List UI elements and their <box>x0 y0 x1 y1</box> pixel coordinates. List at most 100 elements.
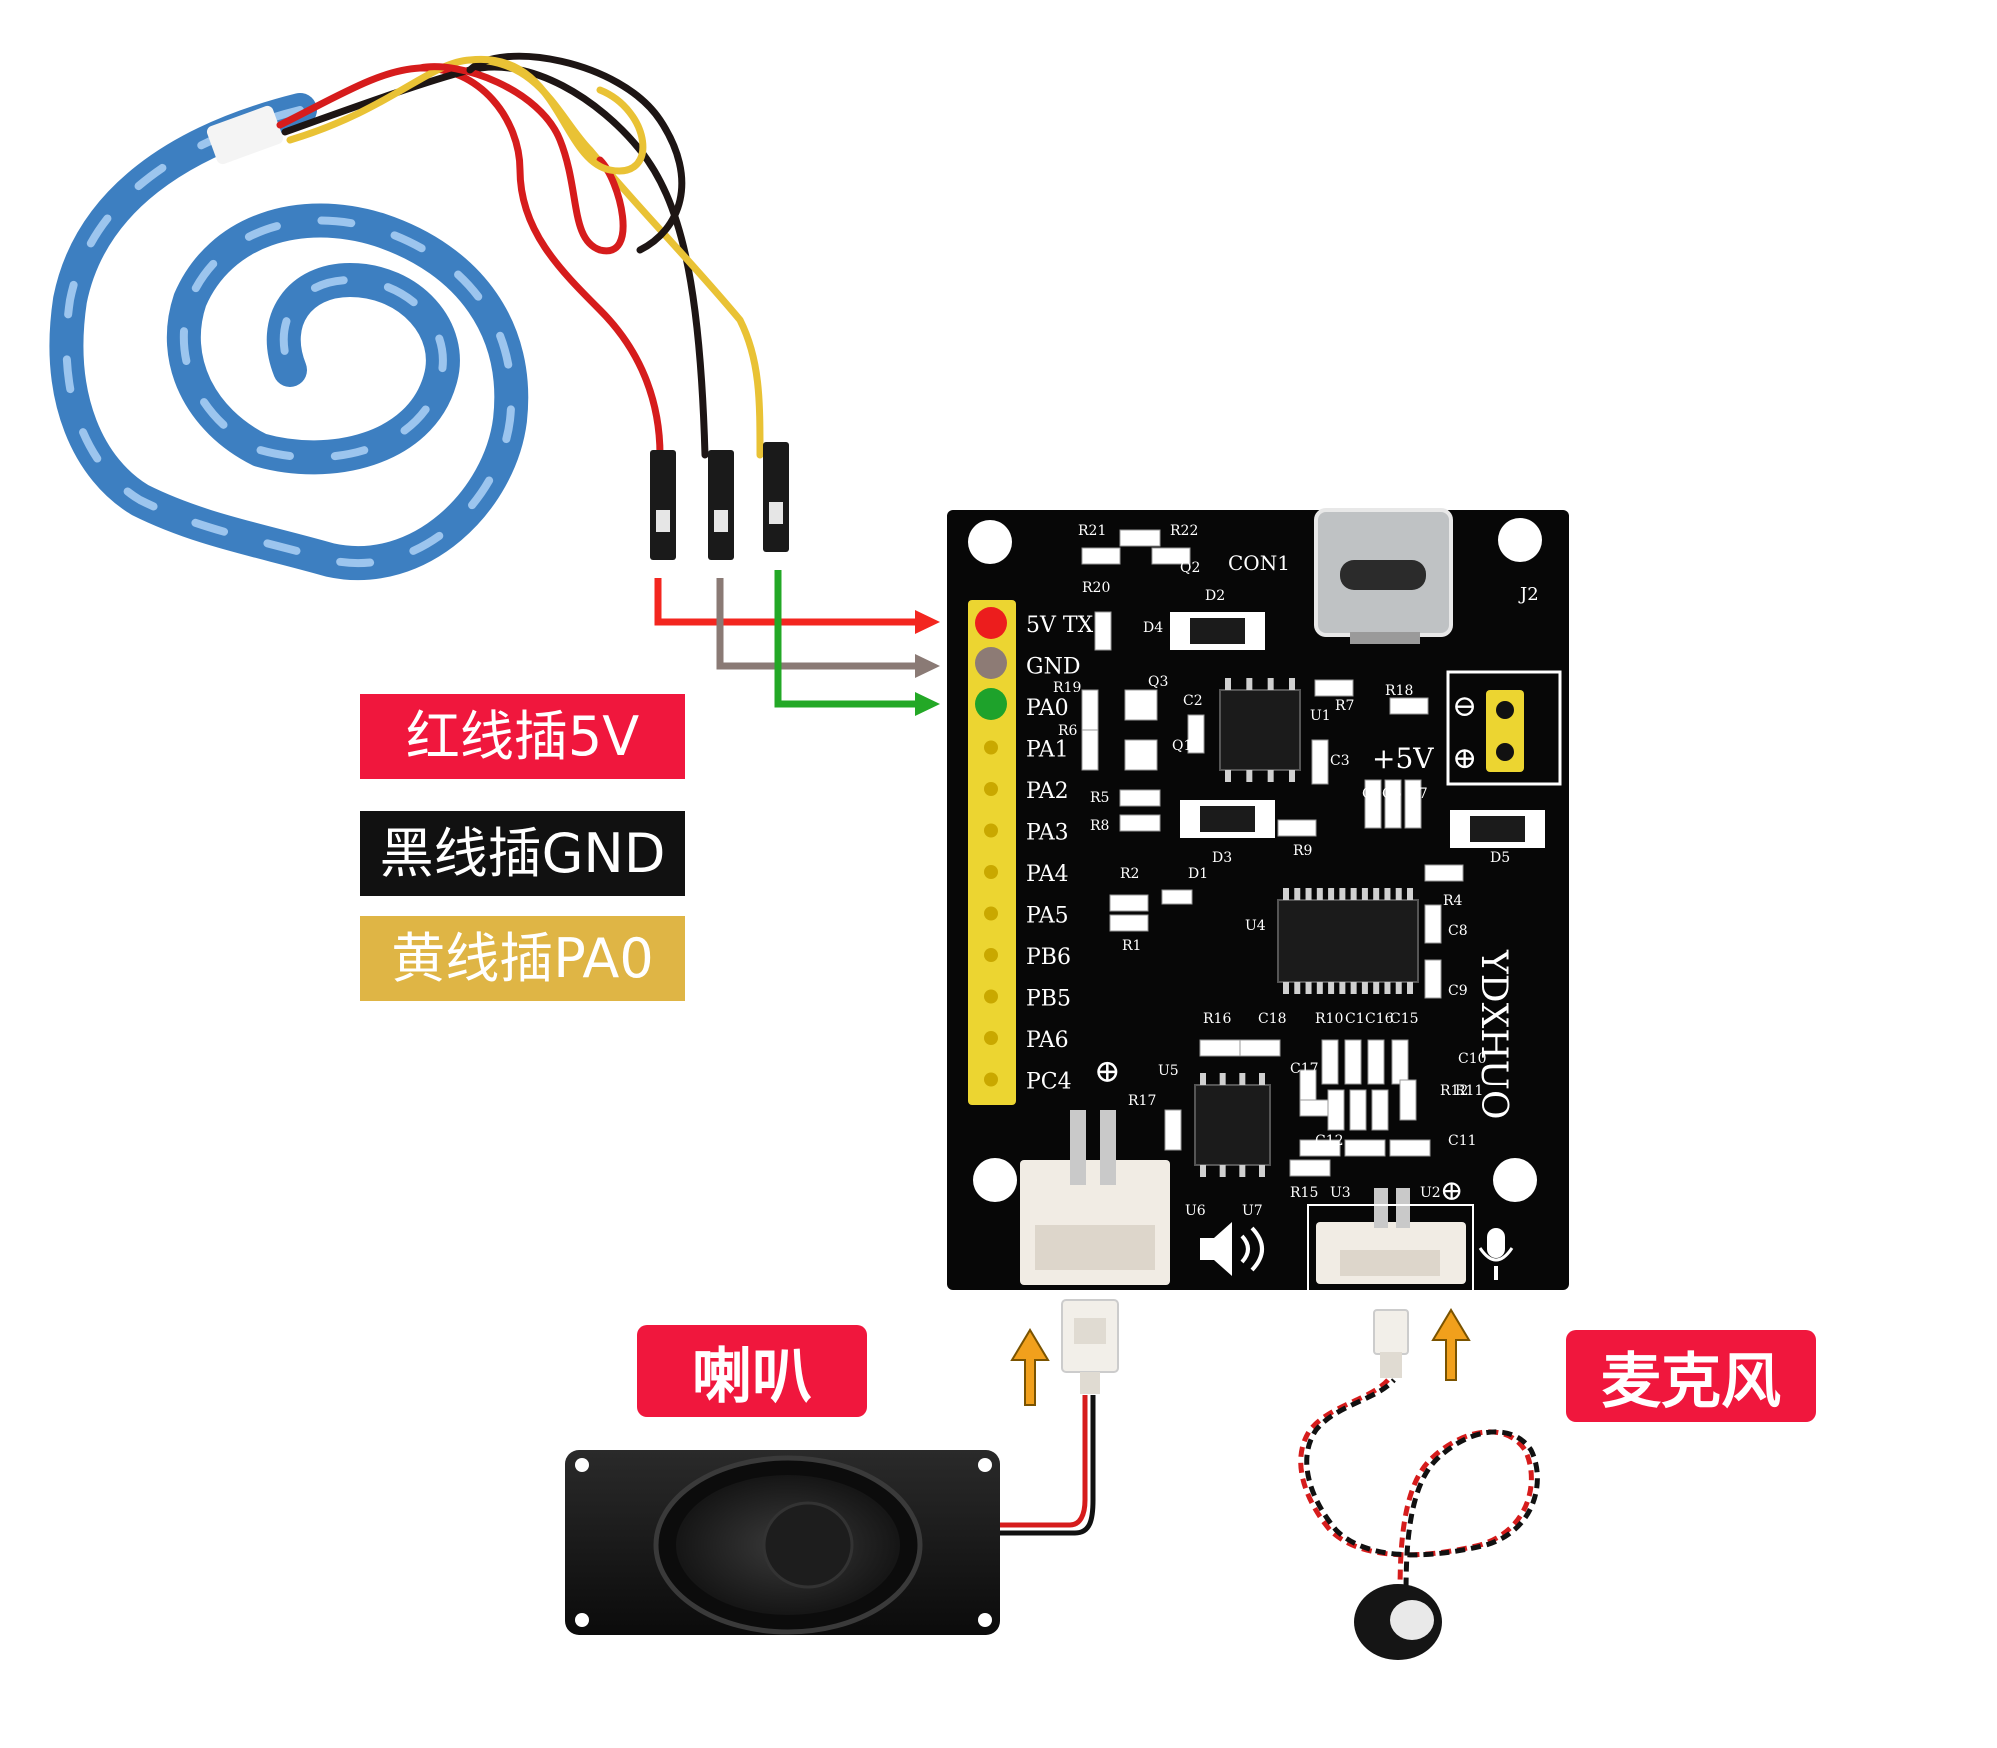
silk-designator-c3: C3 <box>1330 753 1350 769</box>
mount-hole-br <box>1493 1158 1537 1202</box>
ic-pin <box>1259 1073 1265 1085</box>
gray-route-arrowhead <box>915 654 940 678</box>
header-pin-dot <box>984 906 998 921</box>
mic-callout: 麦克风 <box>1566 1330 1816 1422</box>
silk-designator-r19: R19 <box>1053 680 1081 696</box>
ic-u1 <box>1219 689 1301 771</box>
ic-pin <box>1316 888 1323 900</box>
microphone-icon <box>1478 1228 1514 1280</box>
silk-designator-r4: R4 <box>1443 893 1463 909</box>
smd-component <box>1164 1109 1182 1151</box>
header-pin-dot <box>984 1072 998 1087</box>
ic-pin <box>1305 982 1312 994</box>
ic-pin <box>1395 888 1402 900</box>
gray-route-line <box>716 578 925 670</box>
speaker-connector: ⊕ <box>1020 1052 1170 1285</box>
header-pin-dot <box>984 989 998 1004</box>
silk-designator-u2: U2 <box>1420 1185 1441 1201</box>
ic-pin <box>1283 982 1289 994</box>
silk-designator-r18: R18 <box>1385 683 1413 699</box>
header-pin-label: GND <box>1026 655 1080 680</box>
silk-designator-c9: C9 <box>1448 983 1468 999</box>
speaker-callout: 喇叭 <box>637 1325 867 1417</box>
header-pin-label: PC4 <box>1026 1070 1072 1095</box>
minus-symbol: ⊖ <box>1452 689 1477 724</box>
smd-component <box>1344 1139 1386 1157</box>
header-pin-label: PA1 <box>1026 738 1069 763</box>
silk-j2: J2 <box>1518 584 1539 605</box>
led-strip-photo <box>49 93 529 581</box>
ic-pin <box>1283 888 1289 900</box>
silk-designator-u4: U4 <box>1245 918 1266 934</box>
silk-designator-d4: D4 <box>1143 620 1163 636</box>
silk-designator-r16: R16 <box>1203 1011 1231 1027</box>
smd-component <box>1344 1039 1362 1085</box>
red-route-arrowhead <box>915 610 940 634</box>
smd-component <box>1389 1139 1431 1157</box>
smd-component <box>1364 779 1382 829</box>
ic-pin <box>1294 982 1301 994</box>
smd-component <box>1081 547 1121 565</box>
silk-designator-c6: C6 <box>1382 786 1402 802</box>
ic-pin <box>1246 678 1253 690</box>
silk-designator-u7: U7 <box>1242 1203 1263 1219</box>
silk-designator-q3: Q3 <box>1148 674 1168 690</box>
smd-component <box>1119 789 1161 807</box>
ic-pin <box>1328 888 1335 900</box>
silk-designator-q1: Q1 <box>1172 738 1192 754</box>
ic-pin <box>1239 1165 1246 1177</box>
header-pin-label: PB6 <box>1026 945 1071 970</box>
silk-designator-c5: C5 <box>1362 786 1382 802</box>
mic-arrow-icon <box>1431 1308 1471 1381</box>
silk-designator-r2: R2 <box>1120 866 1139 882</box>
silk-designator-r10: R10 <box>1315 1011 1343 1027</box>
header-pin-pa0-marker <box>975 688 1007 720</box>
header-pin-dot <box>984 1031 998 1045</box>
smd-component <box>1187 714 1205 754</box>
mic-plus-symbol: ⊕ <box>1440 1174 1463 1207</box>
silk-designator-r7: R7 <box>1335 698 1354 714</box>
header-pin-label: PA4 <box>1026 862 1069 887</box>
smd-component <box>1161 889 1193 905</box>
silk-designator-q2: Q2 <box>1180 560 1200 576</box>
silk-designator-r5: R5 <box>1090 790 1109 806</box>
smd-component <box>1404 779 1422 829</box>
legend-yellow-wire: 黄线插PA0 <box>360 916 685 1001</box>
smd-component <box>1081 729 1099 771</box>
silk-brand: YDXHUO <box>1473 949 1514 1120</box>
header-pin-label: 5V TX <box>1026 613 1094 638</box>
smd-component <box>1314 679 1354 697</box>
silk-designator-c11: C11 <box>1448 1133 1477 1149</box>
header-pin-label: PA3 <box>1026 821 1069 846</box>
ic-pin <box>1350 982 1357 994</box>
strip-wires <box>276 52 764 459</box>
usb-c-port <box>1314 508 1453 644</box>
ic-u4 <box>1277 899 1419 983</box>
ic-pin <box>1361 888 1368 900</box>
silk-supply: +5V <box>1372 742 1434 775</box>
silk-designator-r8: R8 <box>1090 818 1109 834</box>
silk-designator-u6: U6 <box>1185 1203 1206 1219</box>
silk-designator-c12: C12 <box>1315 1133 1344 1149</box>
smd-component <box>1289 1159 1331 1177</box>
silk-designator-r9: R9 <box>1293 843 1312 859</box>
green-route-arrowhead <box>915 692 940 716</box>
legend-red-wire: 红线插5V <box>360 694 685 779</box>
ic-pin <box>1339 888 1346 900</box>
header-pin-dot <box>984 865 998 879</box>
ic-pin <box>1395 982 1402 994</box>
routing-lines <box>654 570 940 716</box>
ic-pin <box>1225 770 1231 782</box>
ic-pin <box>1246 770 1253 782</box>
ic-pin <box>1200 1073 1206 1085</box>
silk-designator-c2: C2 <box>1183 693 1203 709</box>
silk-designator-r21: R21 <box>1078 523 1106 539</box>
smd-component <box>1239 1039 1281 1057</box>
smd-component <box>1119 529 1161 547</box>
header-pin-dot <box>984 823 998 838</box>
header-pin-label: PA2 <box>1026 779 1069 804</box>
speaker-icon <box>1200 1222 1264 1276</box>
ic-pin <box>1339 982 1346 994</box>
ic-pin <box>1267 770 1274 782</box>
